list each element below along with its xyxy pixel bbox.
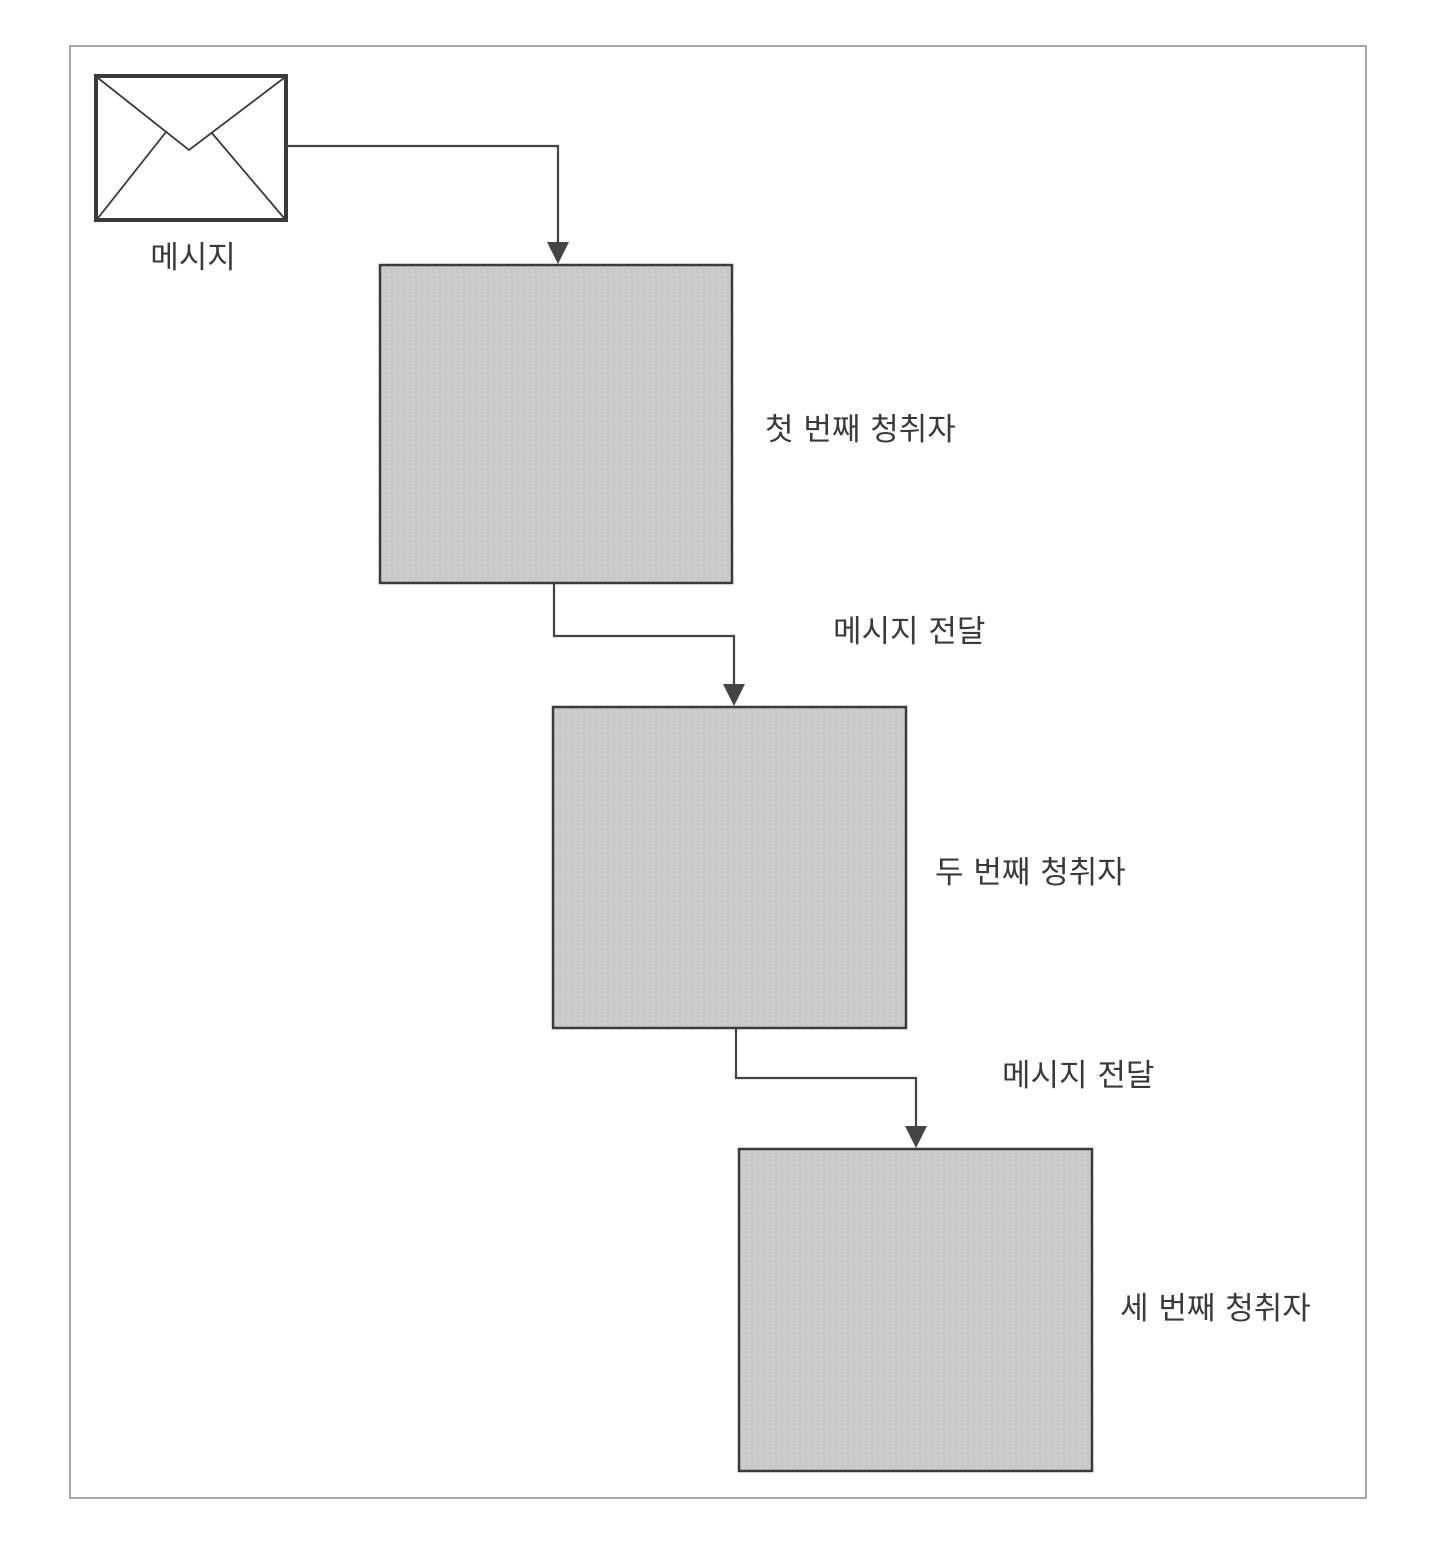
forward-label-1: 메시지 전달	[833, 614, 985, 650]
listener-box-third	[737, 1147, 1094, 1473]
listener-label-third: 세 번째 청취자	[1120, 1291, 1311, 1327]
forward-connector-2	[734, 1028, 927, 1148]
forward-connector-1	[552, 583, 745, 706]
forward-label-2: 메시지 전달	[1002, 1058, 1154, 1094]
listener-box-first	[378, 263, 734, 585]
listener-box-second	[551, 705, 908, 1030]
message-connector	[286, 144, 569, 264]
message-label: 메시지	[150, 240, 236, 276]
listener-label-second: 두 번째 청취자	[935, 855, 1126, 891]
listener-label-first: 첫 번째 청취자	[765, 412, 956, 448]
diagram-frame	[69, 45, 1367, 1499]
envelope-icon	[94, 74, 288, 222]
